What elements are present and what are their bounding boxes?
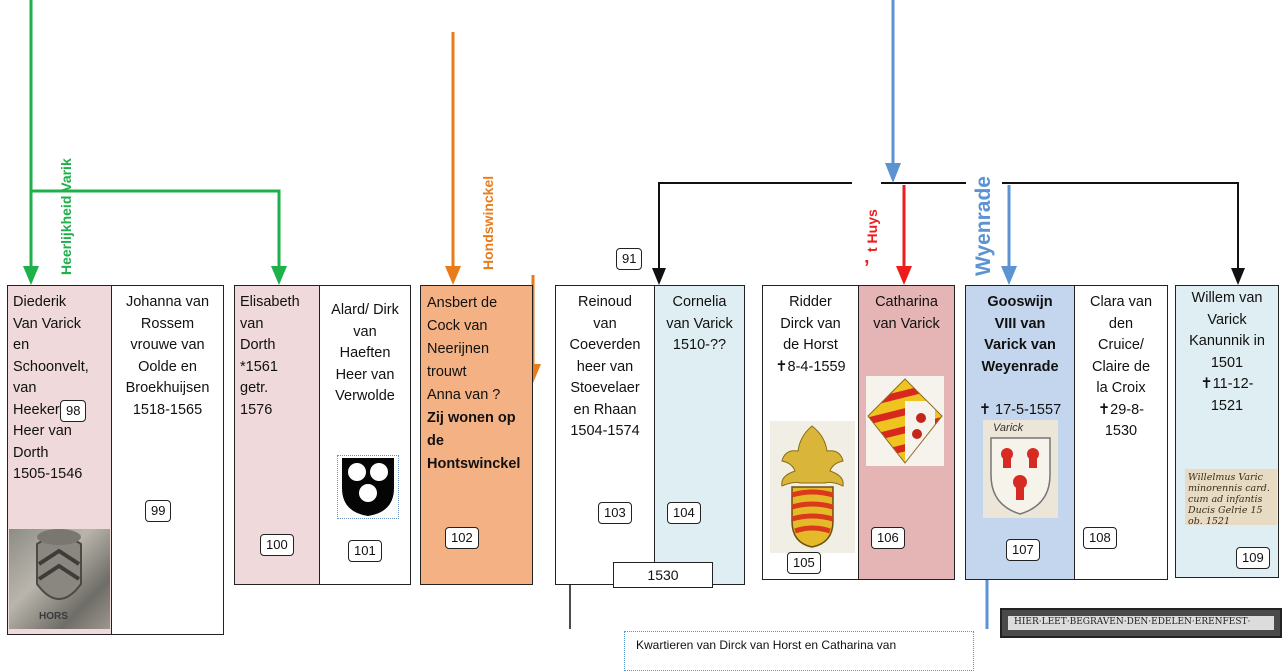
number-badge-105: 105	[787, 552, 821, 574]
manuscript-image: Willelmus Varic minorennis card. cum ad …	[1185, 469, 1277, 525]
connector-lines	[23, 0, 1245, 629]
stone-inscription: HORS	[39, 611, 68, 622]
person-box-reinoud	[555, 285, 655, 585]
stone-relief-image: HORS	[9, 529, 110, 629]
person-box-alard	[319, 285, 411, 585]
number-badge-103: 103	[598, 502, 632, 524]
person-box-johanna	[111, 285, 224, 635]
grave-plaque-image: HIER·LEET·BEGRAVEN·DEN·EDELEN·ERENFEST·	[1000, 608, 1282, 638]
label-heerlijkheid-varik: Heerlijkheid Varik	[58, 158, 74, 275]
crest-caption: Varick	[993, 422, 1024, 434]
green-arrow-right	[271, 266, 287, 285]
number-badge-102: 102	[445, 527, 479, 549]
number-badge-109: 109	[1236, 547, 1270, 569]
black-arrow-right	[1231, 268, 1245, 285]
number-badge-99: 99	[145, 500, 172, 522]
green-connector	[29, 0, 281, 268]
haeften-shield-icon	[337, 455, 399, 519]
varick-diamond-crest-image	[866, 376, 944, 466]
number-badge-101: 101	[348, 540, 382, 562]
orange-arrow-1	[445, 266, 461, 285]
orange-connector	[451, 32, 535, 368]
horst-crest-image	[770, 421, 855, 553]
blue-arrow-2	[1001, 266, 1017, 285]
label-apostrophe: ’	[864, 257, 870, 279]
number-badge-108: 108	[1083, 527, 1117, 549]
number-badge-107: 107	[1006, 539, 1040, 561]
caption-text: Kwartieren van Dirck van Horst en Cathar…	[636, 638, 897, 652]
number-badge-106: 106	[871, 527, 905, 549]
person-death-gooswijn: ✝ 17-5-1557	[978, 402, 1062, 418]
red-arrow	[896, 266, 912, 285]
number-badge-98: 98	[60, 400, 87, 422]
number-badge-100: 100	[260, 534, 294, 556]
varick-shield-crest-image: Varick	[983, 420, 1058, 518]
number-badge-91: 91	[616, 248, 643, 270]
marriage-year-box: 1530	[613, 562, 713, 588]
blue-connector	[891, 0, 1011, 629]
blue-arrow-1	[885, 163, 901, 183]
label-wyenrade: Wyenrade	[972, 176, 995, 276]
black-family-line	[658, 182, 1239, 272]
number-badge-104: 104	[667, 502, 701, 524]
person-box-cornelia	[654, 285, 745, 585]
black-arrow-left	[652, 268, 666, 285]
label-t-huys: t Huys	[864, 209, 880, 252]
person-box-willem	[1175, 285, 1279, 578]
label-hondswinckel: Hondswinckel	[480, 175, 496, 270]
green-arrow-left	[23, 266, 39, 285]
